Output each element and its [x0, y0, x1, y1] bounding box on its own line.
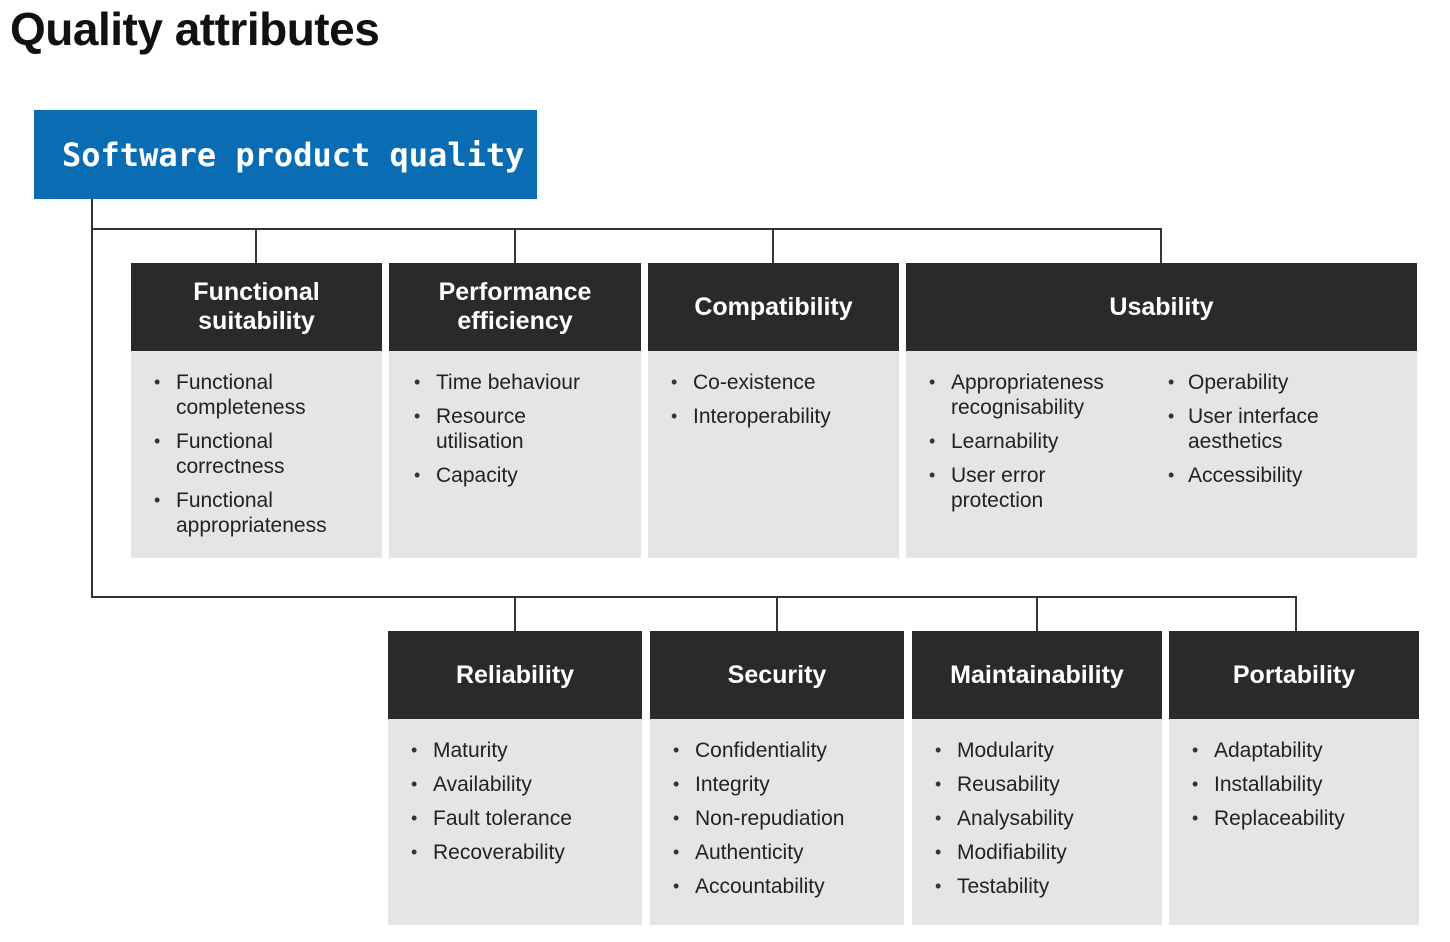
card-compatibility: Compatibility Co-existence Interoperabil… [648, 263, 899, 558]
card-header: Reliability [388, 631, 642, 719]
page-title: Quality attributes [10, 3, 380, 55]
connector-portability [1295, 596, 1297, 632]
connector-bottom-bus [91, 596, 1297, 598]
connector-maintainability [1036, 596, 1038, 632]
attribute-list: Adaptability Installability Replaceabili… [1169, 738, 1419, 840]
connector-performance-efficiency [514, 228, 516, 264]
card-reliability: Reliability Maturity Availability Fault … [388, 631, 642, 925]
list-item: Fault tolerance [388, 806, 642, 831]
list-item: Adaptability [1169, 738, 1419, 763]
card-header: Compatibility [648, 263, 899, 351]
card-security: Security Confidentiality Integrity Non-r… [650, 631, 904, 925]
connector-compatibility [772, 228, 774, 264]
list-item: Interoperability [648, 404, 899, 429]
list-item: Operability [1168, 370, 1417, 395]
card-portability: Portability Adaptability Installability … [1169, 631, 1419, 925]
list-item: Maturity [388, 738, 642, 763]
card-title: Security [727, 660, 827, 689]
card-title: Usability [1109, 292, 1214, 321]
list-item: Time behaviour [391, 370, 641, 395]
card-title-line: Functional [193, 278, 320, 306]
card-title: Reliability [455, 660, 575, 689]
list-item: Authenticity [650, 840, 904, 865]
root-node: Software product quality [34, 110, 537, 199]
card-functional-suitability: Functional suitability Functionalcomplet… [131, 263, 382, 558]
connector-usability [1160, 228, 1162, 264]
list-item: Co-existence [648, 370, 899, 395]
card-header: Performance efficiency [389, 263, 641, 351]
list-item: Confidentiality [650, 738, 904, 763]
connector-reliability [514, 596, 516, 632]
connector-top-bus [91, 228, 1162, 230]
list-item: Availability [388, 772, 642, 797]
attribute-list: Modularity Reusability Analysability Mod… [912, 738, 1162, 908]
card-performance-efficiency: Performance efficiency Time behaviour Re… [389, 263, 641, 558]
list-item: Replaceability [1169, 806, 1419, 831]
card-usability: Usability Appropriatenessrecognisability… [906, 263, 1417, 558]
attribute-list: Maturity Availability Fault tolerance Re… [388, 738, 642, 874]
card-header: Security [650, 631, 904, 719]
card-header: Usability [906, 263, 1417, 351]
card-title: Maintainability [950, 660, 1124, 689]
card-header: Functional suitability [131, 263, 382, 351]
card-title-line: efficiency [457, 307, 573, 335]
list-item: Analysability [912, 806, 1162, 831]
card-maintainability: Maintainability Modularity Reusability A… [912, 631, 1162, 925]
card-title-line: suitability [198, 307, 315, 335]
card-title: Portability [1232, 660, 1356, 689]
list-item: Modularity [912, 738, 1162, 763]
list-item: Modifiability [912, 840, 1162, 865]
list-item: Reusability [912, 772, 1162, 797]
card-title-line: Performance [438, 278, 592, 306]
connector-functional-suitability [255, 228, 257, 264]
card-title: Compatibility [694, 292, 853, 321]
list-item: Installability [1169, 772, 1419, 797]
list-item: Recoverability [388, 840, 642, 865]
card-header: Maintainability [912, 631, 1162, 719]
list-item: Non-repudiation [650, 806, 904, 831]
attribute-list: Confidentiality Integrity Non-repudiatio… [650, 738, 904, 908]
attribute-list: Co-existence Interoperability [648, 370, 899, 438]
connector-security [776, 596, 778, 632]
card-header: Portability [1169, 631, 1419, 719]
list-item: Learnability [906, 429, 1168, 454]
connector-trunk [91, 199, 93, 598]
list-item: Accessibility [1168, 463, 1417, 488]
list-item: Capacity [391, 463, 641, 488]
list-item: Accountability [650, 874, 904, 899]
root-node-label: Software product quality [62, 135, 525, 174]
list-item: Testability [912, 874, 1162, 899]
list-item: Integrity [650, 772, 904, 797]
